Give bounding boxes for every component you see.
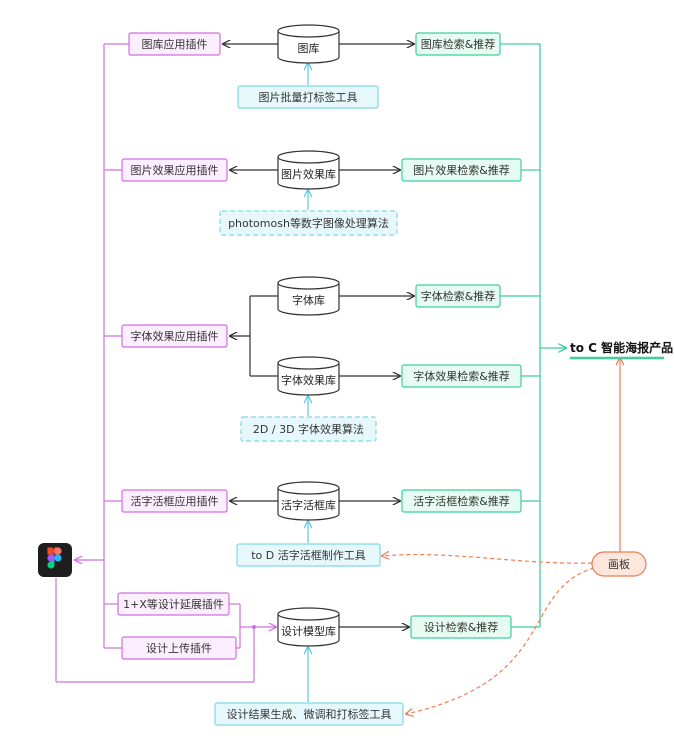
tool-design-gen-label: 设计结果生成、微调和打标签工具 [227, 707, 392, 721]
plugin-font-effect-label: 字体效果应用插件 [131, 329, 219, 343]
tool-batch-tagging-label: 图片批量打标签工具 [259, 90, 358, 104]
db-image-effect[interactable]: 图片效果库 [277, 150, 340, 190]
retrieval-font-effect-label: 字体效果检索&推荐 [413, 369, 510, 383]
plugin-boxes: 图库应用插件 图片效果应用插件 字体效果应用插件 活字活框应用插件 1+X等设计… [117, 32, 237, 660]
db-gallery-label: 图库 [298, 42, 320, 55]
product-node[interactable]: to C 智能海报产品 [570, 340, 673, 360]
purple-connectors [55, 43, 276, 683]
db-design-model-label: 设计模型库 [281, 624, 336, 638]
plugin-image-effect[interactable]: 图片效果应用插件 [121, 158, 228, 182]
db-gallery[interactable]: 图库 [277, 24, 340, 64]
tool-design-gen[interactable]: 设计结果生成、微调和打标签工具 [214, 702, 404, 726]
db-design-model[interactable]: 设计模型库 [277, 607, 340, 647]
tool-lettering-maker[interactable]: to D 活字活框制作工具 [236, 543, 381, 567]
tool-batch-tagging[interactable]: 图片批量打标签工具 [237, 85, 379, 109]
plugin-upload[interactable]: 设计上传插件 [121, 636, 237, 660]
retrieval-font-effect[interactable]: 字体效果检索&推荐 [401, 364, 522, 388]
plugin-extension-label: 1+X等设计延展插件 [123, 597, 224, 611]
retrieval-gallery-label: 图库检索&推荐 [421, 37, 496, 51]
retrieval-design[interactable]: 设计检索&推荐 [410, 615, 512, 639]
db-image-effect-label: 图片效果库 [281, 167, 336, 181]
db-lettering[interactable]: 活字活框库 [277, 481, 340, 521]
plugin-extension[interactable]: 1+X等设计延展插件 [117, 592, 230, 616]
plugin-lettering[interactable]: 活字活框应用插件 [121, 489, 228, 513]
orange-connectors [382, 358, 620, 714]
retrieval-lettering[interactable]: 活字活框检索&推荐 [401, 489, 522, 513]
figma-logo-icon[interactable] [38, 543, 72, 577]
plugin-gallery[interactable]: 图库应用插件 [128, 32, 221, 56]
retrieval-gallery[interactable]: 图库检索&推荐 [415, 32, 501, 56]
plugin-font-effect[interactable]: 字体效果应用插件 [121, 324, 228, 348]
databases: 图库 图片效果库 字体库 字体效果库 活字活框库 设计模型库 [277, 24, 340, 647]
green-connectors [500, 43, 566, 628]
retrieval-design-label: 设计检索&推荐 [424, 620, 499, 634]
dark-connectors [223, 44, 414, 627]
db-font-effect[interactable]: 字体效果库 [277, 356, 340, 396]
tool-photomosh[interactable]: photomosh等数字图像处理算法 [219, 210, 398, 236]
db-font[interactable]: 字体库 [277, 276, 340, 316]
retrieval-font-label: 字体检索&推荐 [421, 289, 496, 303]
retrieval-font[interactable]: 字体检索&推荐 [415, 284, 501, 308]
tool-photomosh-label: photomosh等数字图像处理算法 [228, 216, 389, 230]
plugin-image-effect-label: 图片效果应用插件 [131, 163, 219, 177]
plugin-gallery-label: 图库应用插件 [142, 37, 208, 51]
retrieval-boxes: 图库检索&推荐 图片效果检索&推荐 字体检索&推荐 字体效果检索&推荐 活字活框… [401, 32, 522, 639]
canvas-node[interactable]: 画板 [591, 551, 647, 577]
tool-lettering-maker-label: to D 活字活框制作工具 [251, 548, 366, 562]
plugin-upload-label: 设计上传插件 [146, 641, 212, 655]
tool-font-algo[interactable]: 2D / 3D 字体效果算法 [240, 416, 377, 442]
canvas-label: 画板 [608, 557, 630, 571]
db-lettering-label: 活字活框库 [281, 498, 336, 512]
retrieval-image-effect-label: 图片效果检索&推荐 [413, 163, 510, 177]
db-font-label: 字体库 [292, 293, 325, 307]
db-font-effect-label: 字体效果库 [281, 373, 336, 387]
retrieval-lettering-label: 活字活框检索&推荐 [413, 494, 510, 508]
plugin-lettering-label: 活字活框应用插件 [131, 494, 219, 508]
product-label: to C 智能海报产品 [570, 340, 673, 355]
tool-boxes: 图片批量打标签工具 photomosh等数字图像处理算法 2D / 3D 字体效… [214, 85, 404, 726]
tool-font-algo-label: 2D / 3D 字体效果算法 [253, 422, 364, 436]
retrieval-image-effect[interactable]: 图片效果检索&推荐 [401, 158, 522, 182]
